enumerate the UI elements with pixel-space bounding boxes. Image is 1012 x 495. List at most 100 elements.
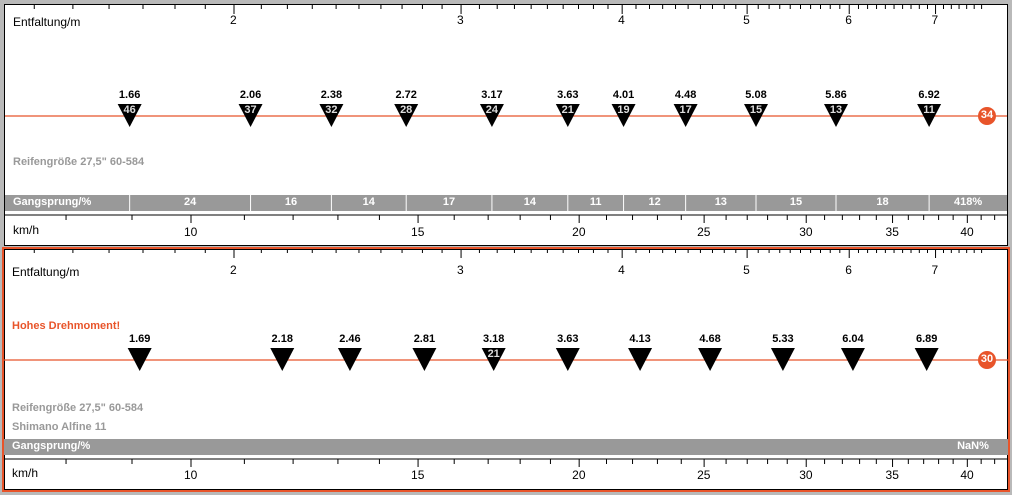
gear-marker	[770, 348, 795, 371]
entfaltung-tick-label: 5	[743, 13, 750, 27]
chainring-badge	[978, 351, 996, 369]
gear-marker	[673, 104, 698, 127]
entfaltung-tick-label: 3	[457, 13, 464, 27]
speed-tick-label: 30	[799, 468, 813, 482]
chainring-teeth: 34	[980, 109, 994, 121]
gear-development-label: 6.92	[918, 89, 940, 101]
gear-step-value: 17	[442, 196, 456, 208]
gear-step-value: 14	[362, 196, 375, 208]
speed-axis-label: km/h	[13, 223, 40, 237]
speed-tick-label: 25	[697, 468, 711, 482]
hub-label: Shimano Alfine 11	[12, 421, 107, 433]
gear-teeth-label: 37	[244, 104, 257, 116]
speed-tick-label: 10	[184, 468, 198, 482]
gear-development-label: 4.01	[612, 89, 635, 101]
entfaltung-tick-label: 4	[618, 13, 625, 27]
speed-tick-label: 40	[960, 225, 974, 239]
speed-tick-label: 30	[799, 225, 813, 239]
gear-development-label: 3.18	[482, 333, 505, 345]
gear-teeth-label: 19	[617, 104, 630, 116]
gear-marker	[127, 348, 152, 371]
gear-step-label: Gangsprung/%	[12, 440, 91, 452]
gear-marker	[840, 348, 865, 371]
gear-marker	[744, 104, 769, 127]
gear-development-label: 5.86	[825, 89, 847, 101]
speed-tick-label: 35	[885, 468, 899, 482]
gear-development-label: 4.13	[629, 333, 651, 345]
gear-step-bar	[4, 439, 1008, 455]
gear-development-label: 4.48	[674, 89, 697, 101]
gear-range-value: NaN%	[957, 440, 989, 452]
gear-step-value: 16	[284, 196, 298, 208]
gear-step-value: 11	[589, 196, 602, 208]
gear-teeth-label: 21	[487, 348, 500, 360]
gear-teeth-label: 15	[749, 104, 763, 116]
tire-size-label: Reifengröße 27,5" 60-584	[12, 402, 144, 414]
top-axis-label: Entfaltung/m	[12, 265, 80, 279]
speed-tick-label: 20	[572, 468, 586, 482]
chart-canvas	[5, 5, 1007, 223]
speed-tick-label: 10	[184, 225, 198, 239]
gear-development-label: 1.66	[118, 89, 141, 101]
gear-development-label: 2.81	[413, 333, 436, 345]
gear-development-label: 2.06	[239, 89, 262, 101]
gear-marker	[628, 348, 653, 371]
entfaltung-tick-label: 6	[845, 263, 852, 277]
gear-marker	[117, 104, 142, 127]
gear-marker	[319, 104, 344, 127]
gear-step-value: 12	[648, 196, 661, 208]
gear-teeth-label: 28	[400, 104, 413, 116]
gear-marker	[698, 348, 723, 371]
speed-tick-label: 40	[960, 468, 974, 482]
chainring-badge	[978, 107, 996, 125]
speed-tick-label: 15	[411, 468, 425, 482]
gear-development-label: 3.17	[481, 89, 503, 101]
gear-step-value: 14	[523, 196, 536, 208]
gear-step-value: 24	[183, 196, 197, 208]
gear-teeth-label: 11	[923, 104, 935, 116]
gear-range-value: 418%	[953, 196, 983, 208]
gear-development-label: 5.33	[772, 333, 794, 345]
gear-development-label: 3.63	[557, 89, 579, 101]
high-torque-warning: Hohes Drehmoment!	[12, 320, 121, 332]
speed-axis-label: km/h	[12, 466, 39, 480]
entfaltung-tick-label: 4	[618, 263, 625, 277]
gear-marker	[611, 104, 636, 127]
gear-development-label: 3.63	[557, 333, 579, 345]
gear-development-label: 4.68	[699, 333, 721, 345]
entfaltung-tick-label: 3	[457, 263, 464, 277]
gear-development-label: 2.38	[320, 89, 343, 101]
gear-marker	[337, 348, 362, 371]
gear-teeth-label: 32	[325, 104, 338, 116]
top-axis-label: Entfaltung/m	[13, 15, 81, 29]
gear-marker	[555, 104, 580, 127]
gear-marker	[481, 348, 506, 371]
gear-marker	[824, 104, 849, 127]
gear-marker	[479, 104, 504, 127]
gear-development-label: 5.08	[745, 89, 767, 101]
gear-teeth-label: 46	[123, 104, 136, 116]
tire-size-label: Reifengröße 27,5" 60-584	[13, 156, 145, 168]
gear-development-label: 6.04	[842, 333, 864, 345]
gear-step-value: 15	[789, 196, 803, 208]
gear-development-label: 2.46	[339, 333, 361, 345]
speed-tick-label: 15	[411, 225, 425, 239]
gear-marker	[412, 348, 437, 371]
chart-canvas	[4, 249, 1008, 467]
gear-step-label: Gangsprung/%	[13, 196, 92, 208]
entfaltung-tick-label: 2	[230, 263, 237, 277]
speed-tick-label: 25	[697, 225, 711, 239]
gear-marker	[238, 104, 263, 127]
gear-teeth-label: 24	[485, 104, 499, 116]
entfaltung-tick-label: 7	[931, 263, 939, 277]
gear-teeth-label: 21	[561, 104, 574, 116]
entfaltung-tick-label: 6	[845, 13, 852, 27]
gear-teeth-label: 13	[829, 104, 843, 116]
entfaltung-tick-label: 5	[743, 263, 750, 277]
gear-marker	[394, 104, 419, 127]
gear-step-value: 13	[714, 196, 727, 208]
gear-marker	[270, 348, 295, 371]
gear-teeth-label: 17	[679, 104, 692, 116]
